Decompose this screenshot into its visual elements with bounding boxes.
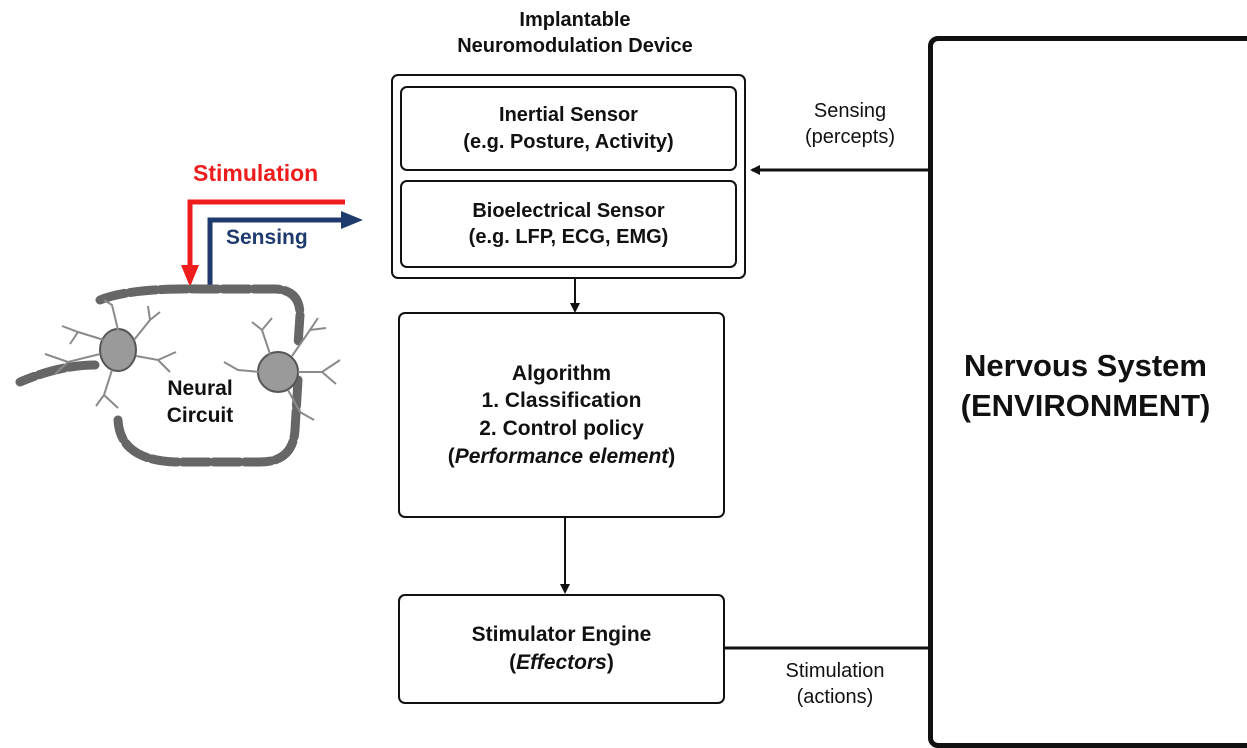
algorithm-role: (Performance element) <box>448 443 676 471</box>
inertial-sensor-title: Inertial Sensor <box>499 104 638 127</box>
paren-close: ) <box>606 651 614 674</box>
paren-close: ) <box>668 444 676 468</box>
bioelectrical-sensor-title: Bioelectrical Sensor <box>472 199 665 222</box>
stimulation-path-label: Stimulation <box>193 160 319 186</box>
sensing-percepts-label: Sensing (percepts) <box>770 98 930 150</box>
sensing-percepts-title: Sensing <box>813 100 887 122</box>
stimulation-actions-subtitle: (actions) <box>796 686 874 708</box>
stimulation-actions-title: Stimulation <box>785 660 885 682</box>
inertial-sensor-box: Inertial Sensor (e.g. Posture, Activity) <box>400 86 737 171</box>
sensing-percepts-subtitle: (percepts) <box>804 126 896 148</box>
algorithm-box: Algorithm 1. Classification 2. Control p… <box>398 312 725 518</box>
environment-box: Nervous System (ENVIRONMENT) <box>928 36 1247 748</box>
bioelectrical-sensor-box: Bioelectrical Sensor (e.g. LFP, ECG, EMG… <box>400 180 737 268</box>
bioelectrical-sensor-examples: (e.g. LFP, ECG, EMG) <box>468 226 669 248</box>
algorithm-title: Algorithm <box>511 361 612 385</box>
device-title-line2: Neuromodulation Device <box>457 35 693 57</box>
algorithm-step-control-policy: 2. Control policy <box>479 417 644 440</box>
effectors-text: Effectors <box>516 651 607 674</box>
algorithm-step-classification: 1. Classification <box>481 389 642 413</box>
neural-circuit-label: Neural Circuit <box>140 375 260 430</box>
sensing-path-label: Sensing <box>226 226 308 249</box>
stimulator-engine-title: Stimulator Engine <box>471 623 652 647</box>
device-title-line1: Implantable <box>519 9 631 31</box>
environment-subtitle: (ENVIRONMENT) <box>960 388 1211 424</box>
stimulator-engine-role: (Effectors) <box>509 649 614 677</box>
stimulation-path-arrow <box>181 199 345 287</box>
neural-circuit-illustration <box>15 284 341 467</box>
sensing-path-arrow <box>207 211 363 285</box>
stimulation-actions-label: Stimulation (actions) <box>755 658 915 710</box>
neural-circuit-label-line1: Neural <box>167 377 233 400</box>
neural-circuit-label-line2: Circuit <box>166 404 234 428</box>
device-title: Implantable Neuromodulation Device <box>390 7 760 59</box>
environment-label: Nervous System (ENVIRONMENT) <box>933 346 1238 427</box>
performance-element-text: Performance element <box>454 444 669 468</box>
inertial-sensor-examples: (e.g. Posture, Activity) <box>463 130 674 153</box>
paren-open: ( <box>509 651 517 674</box>
environment-title: Nervous System <box>964 348 1207 383</box>
stimulator-engine-box: Stimulator Engine (Effectors) <box>398 594 725 704</box>
paren-open: ( <box>447 444 455 468</box>
